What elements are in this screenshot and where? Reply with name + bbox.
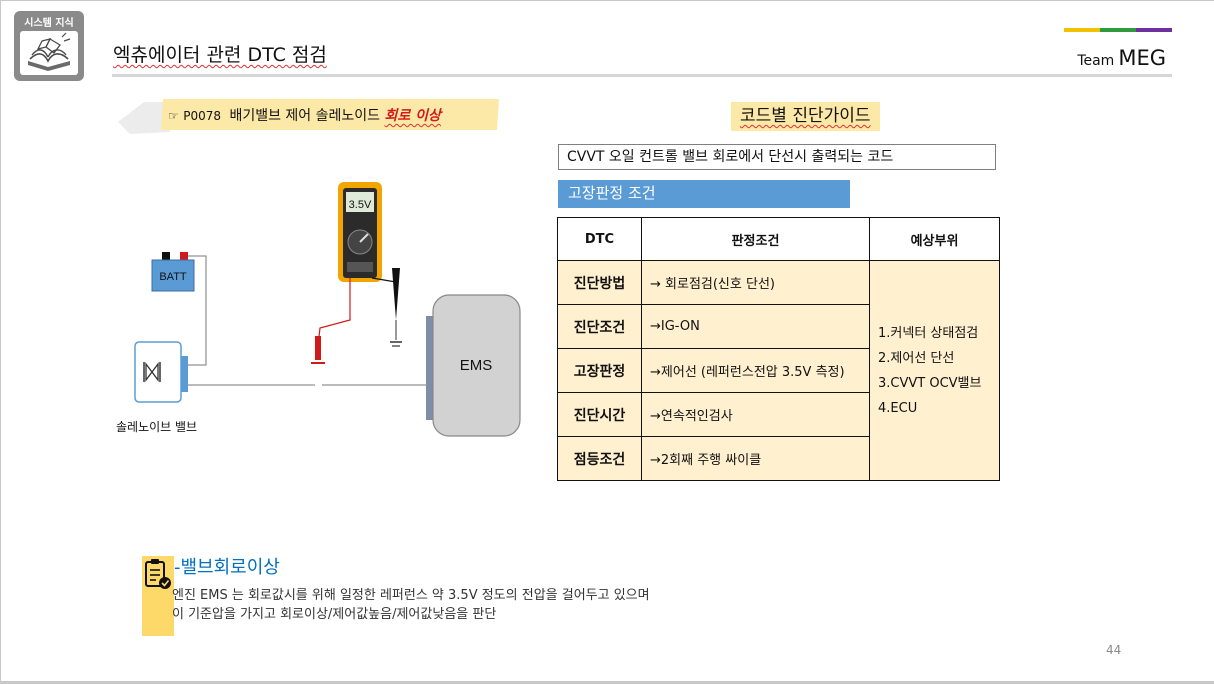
slide-frame-bottom: [0, 681, 1214, 684]
dtc-heading-label: 배기밸브 제어 솔레노이드: [229, 108, 381, 124]
pointing-hand-icon: ☞: [168, 109, 179, 123]
condition-bar: 고장판정 조건: [558, 180, 850, 208]
brand-bar-green: [1100, 28, 1136, 32]
dtc-code: P0078: [183, 109, 221, 123]
row-label: 고장판정: [557, 348, 642, 393]
slide-frame-left: [0, 0, 1, 684]
expected-parts: 1.커넥터 상태점검 2.제어선 단선 3.CVVT OCV밸브 4.ECU: [869, 260, 1000, 481]
ground-clip: [390, 268, 402, 347]
book-icon: [20, 31, 78, 75]
row-value: →2회째 주행 싸이클: [641, 436, 870, 481]
logo-label: 시스템 지식: [24, 18, 74, 29]
code-description: CVVT 오일 컨트롤 밸브 회로에서 단선시 출력되는 코드: [558, 144, 996, 170]
clipboard-check-icon: [145, 559, 171, 589]
table-row: 진단방법 → 회로점검(신호 단선) 1.커넥터 상태점검 2.제어선 단선 3…: [557, 260, 1000, 481]
battery: BATT: [151, 252, 195, 292]
table-row: 점등조건 →2회째 주행 싸이클: [557, 436, 1000, 481]
row-label: 점등조건: [557, 436, 642, 481]
table-row: 진단시간 →연속적인검사: [557, 392, 1000, 437]
red-probe: [311, 336, 325, 364]
circuit-diagram: BATT 3.5V EMS 솔레노이브 밸브: [116, 182, 521, 437]
table-header-row: DTC 판정조건 예상부위: [557, 217, 1000, 261]
row-value: →제어선 (레퍼런스전압 3.5V 측정): [641, 348, 870, 393]
row-label: 진단시간: [557, 392, 642, 437]
multimeter: 3.5V: [338, 182, 382, 282]
ems-label: EMS: [460, 357, 493, 374]
team-prefix: Team: [1077, 53, 1115, 69]
meter-reading: 3.5V: [349, 199, 372, 211]
dtc-heading-text: ☞ P0078 배기밸브 제어 솔레노이드 회로 이상: [168, 105, 441, 125]
table-header-dtc: DTC: [557, 217, 642, 261]
note-heading: -밸브회로이상: [174, 557, 280, 578]
part-item: 1.커넥터 상태점검: [878, 325, 979, 341]
dtc-table: DTC 판정조건 예상부위 진단방법 → 회로점검(신호 단선) 1.커넥터 상…: [557, 217, 1000, 481]
brand-bar-yellow: [1064, 28, 1100, 32]
note-line-1: 엔진 EMS 는 회로값시를 위해 일정한 레퍼런스 약 3.5V 정도의 전압…: [172, 588, 650, 603]
battery-label: BATT: [159, 271, 187, 283]
row-label: 진단조건: [557, 304, 642, 349]
table-header-parts: 예상부위: [869, 217, 1000, 261]
solenoid-valve: [134, 341, 188, 403]
slide-frame-top: [0, 0, 1214, 1]
page-number: 44: [1106, 643, 1122, 657]
part-item: 4.ECU: [878, 400, 918, 416]
part-item: 2.제어선 단선: [878, 350, 955, 366]
logo-badge: 시스템 지식: [14, 11, 84, 81]
page-title: 엑츄에이터 관련 DTC 점검: [113, 44, 327, 66]
brand-bar-purple: [1136, 28, 1172, 32]
row-value: → 회로점검(신호 단선): [641, 260, 870, 305]
dtc-heading: ☞ P0078 배기밸브 제어 솔레노이드 회로 이상: [118, 96, 502, 136]
row-value: →연속적인검사: [641, 392, 870, 437]
table-header-condition: 판정조건: [641, 217, 870, 261]
dtc-heading-highlight: 회로 이상: [384, 108, 441, 124]
table-row: 진단조건 →IG-ON: [557, 304, 1000, 349]
row-label: 진단방법: [557, 260, 642, 305]
diagnosis-guide-label: 코드별 진단가이드: [731, 102, 880, 131]
team-name: MEG: [1118, 46, 1166, 70]
title-divider: [112, 74, 1172, 77]
tape-shadow: [118, 102, 170, 134]
ems-unit: EMS: [426, 294, 521, 437]
note-line-2: 이 기준압을 가지고 회로이상/제어값높음/제어값낮음을 판단: [172, 607, 497, 622]
part-item: 3.CVVT OCV밸브: [878, 375, 982, 391]
valve-label: 솔레노이브 밸브: [116, 420, 197, 434]
row-value: →IG-ON: [641, 304, 870, 349]
